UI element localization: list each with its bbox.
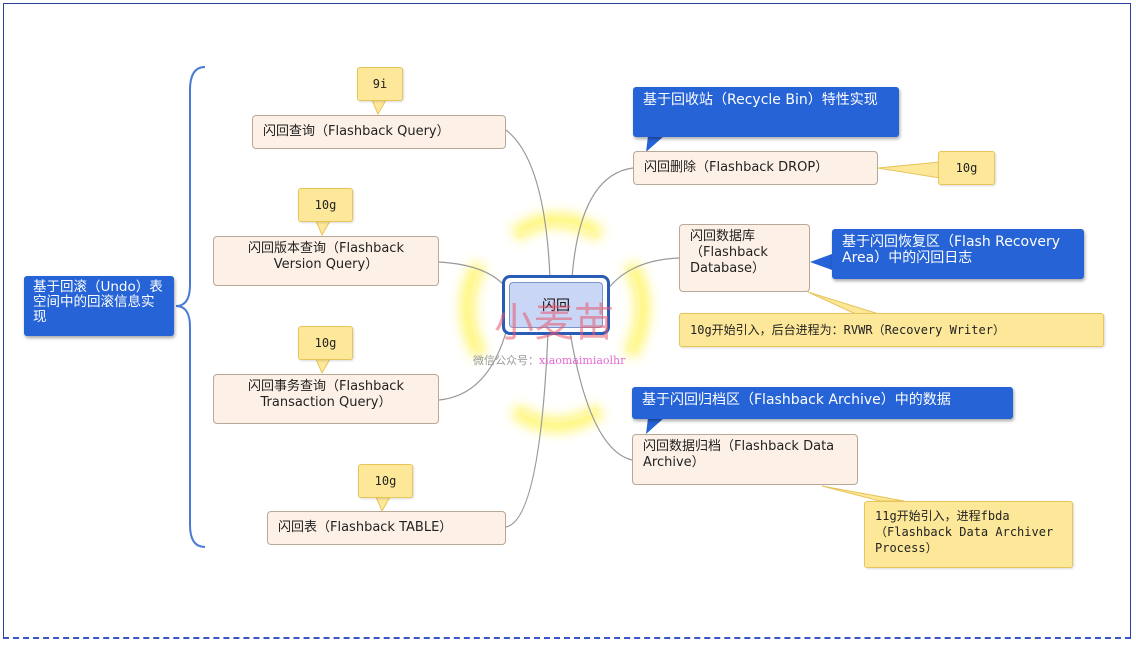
connector-left-1 xyxy=(505,129,551,279)
connector-right-1 xyxy=(571,167,634,279)
callout-tail-left-4 xyxy=(375,496,391,513)
root-note: 基于回滚（Undo）表空间中的回滚信息实现 xyxy=(24,276,174,336)
callout-flashback-transaction-query: 10g xyxy=(298,326,353,360)
callout-tail-right-3 xyxy=(821,485,905,502)
connector-left-4 xyxy=(505,331,549,528)
connector-left-3 xyxy=(438,324,509,401)
watermark-account: 微信公众号：xiaomaimiaolhr xyxy=(473,352,625,368)
callout-tail-left-3 xyxy=(315,358,331,375)
node-flashback-database[interactable]: 闪回数据库（Flashback Database） xyxy=(679,224,810,292)
callout-flashback-data-archive: 11g开始引入，进程fbda（Flashback Data Archiver P… xyxy=(864,501,1073,568)
center-glow xyxy=(460,213,650,432)
note-tail-right-2 xyxy=(810,254,832,270)
callout-tail-right-1 xyxy=(877,161,941,179)
callout-tail-left-2 xyxy=(315,220,331,237)
center-glow-core xyxy=(470,222,640,423)
watermark-account-label: 微信公众号： xyxy=(473,354,539,367)
note-flashback-drop: 基于回收站（Recycle Bin）特性实现 xyxy=(633,87,899,137)
connector-right-3 xyxy=(569,331,633,461)
node-flashback-drop[interactable]: 闪回删除（Flashback DROP） xyxy=(633,151,878,185)
callout-flashback-database: 10g开始引入，后台进程为：RVWR（Recovery Writer） xyxy=(679,313,1104,347)
callout-flashback-version-query: 10g xyxy=(298,188,353,222)
node-flashback-version-query[interactable]: 闪回版本查询（Flashback Version Query） xyxy=(213,236,439,286)
connector-right-2 xyxy=(606,257,680,291)
note-tail-right-1 xyxy=(646,136,664,152)
central-topic[interactable]: 闪回 xyxy=(502,275,610,335)
note-flashback-data-archive: 基于闪回归档区（Flashback Archive）中的数据 xyxy=(632,387,1013,419)
central-topic-label: 闪回 xyxy=(509,282,603,328)
callout-flashback-drop: 10g xyxy=(938,151,995,185)
node-flashback-data-archive[interactable]: 闪回数据归档（Flashback Data Archive） xyxy=(632,434,858,485)
group-brace xyxy=(175,66,206,548)
node-flashback-query[interactable]: 闪回查询（Flashback Query） xyxy=(252,115,506,149)
callout-flashback-table: 10g xyxy=(358,464,413,498)
watermark-title: 小麦苗 xyxy=(494,300,614,346)
watermark-account-id: xiaomaimiaolhr xyxy=(539,354,626,367)
note-tail-right-3 xyxy=(646,418,664,434)
note-flashback-database: 基于闪回恢复区（Flash Recovery Area）中的闪回日志 xyxy=(832,229,1084,279)
callout-flashback-query: 9i xyxy=(357,67,403,101)
callout-tail-left-1 xyxy=(371,99,387,116)
node-flashback-table[interactable]: 闪回表（Flashback TABLE） xyxy=(267,511,506,545)
node-flashback-transaction-query[interactable]: 闪回事务查询（Flashback Transaction Query） xyxy=(213,374,439,424)
callout-tail-right-2 xyxy=(807,291,883,316)
